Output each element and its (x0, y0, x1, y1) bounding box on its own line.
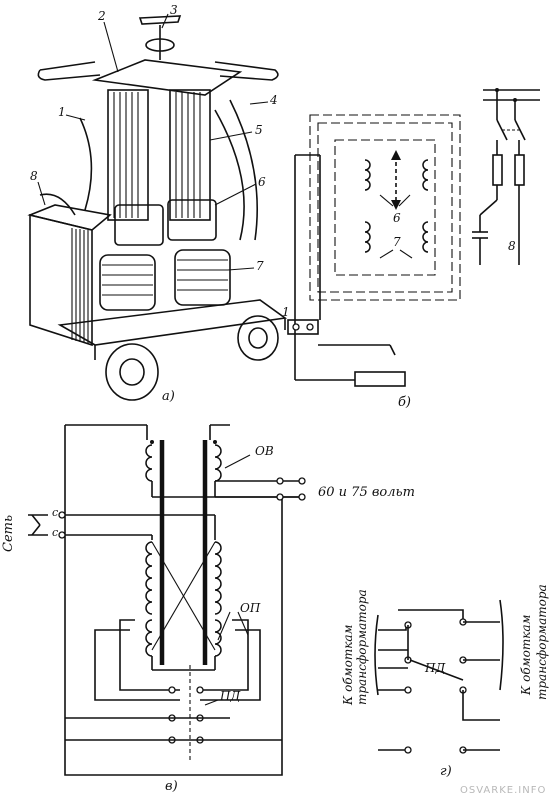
ov-label: ОВ (255, 444, 274, 458)
ov-coil-left (145, 444, 153, 482)
left-caption-1: К обмоткам (341, 624, 355, 706)
callout-4: 4 (269, 93, 278, 107)
right-caption-1: К обмоткам (519, 614, 533, 696)
phase-2-label: с (52, 526, 58, 539)
callout-b-8: 8 (508, 239, 516, 253)
secondary-coil-left (364, 221, 371, 253)
panel-b-schematic: 6 7 8 (282, 88, 540, 410)
panel-v-label: в) (165, 779, 178, 794)
wheels (105, 315, 279, 401)
core-laminations (113, 92, 201, 218)
callout-7: 7 (256, 259, 264, 273)
panel-a-drawing: 1 2 3 4 5 6 7 8 а) (27, 3, 288, 404)
op-coil-right (214, 541, 222, 615)
callout-1: 1 (58, 105, 66, 119)
callout-8: 8 (30, 169, 38, 183)
callout-5: 5 (255, 123, 263, 137)
callout-3: 3 (170, 3, 178, 17)
cabinet-ribs (71, 228, 89, 344)
voltage-label: 60 и 75 вольт (318, 485, 415, 500)
panel-a-label: а) (162, 389, 175, 404)
fuse-left (492, 154, 503, 186)
pd-label-g: ПД (424, 661, 445, 675)
network-label: Сеть (1, 515, 16, 552)
pd-label-v: ПД (219, 689, 240, 703)
phase-1-label: с (52, 506, 58, 519)
primary-coil-right (422, 159, 429, 191)
ov-coil-right (214, 444, 222, 482)
arrow-down-icon (391, 200, 401, 210)
arrow-up-icon (391, 150, 401, 160)
panel-g-switch: К обмоткам трансформатора К обмоткам тра… (341, 584, 549, 779)
op-coil-left (145, 541, 153, 615)
terminal-block (287, 319, 319, 335)
left-caption-2: трансформатора (355, 589, 369, 705)
secondary-coil-right (422, 221, 429, 253)
primary-coil-left (364, 159, 371, 191)
lower-coils (99, 249, 231, 311)
panel-b-label: б) (398, 395, 411, 410)
watermark: OSVARKE.INFO (460, 785, 546, 796)
callout-2: 2 (97, 9, 106, 23)
fuse-right (514, 154, 525, 186)
panel-g-label: г) (440, 764, 452, 779)
callout-6: 6 (258, 175, 266, 189)
callout-b-7: 7 (393, 235, 401, 249)
callout-b-6: 6 (393, 211, 401, 225)
callout-b-1: 1 (282, 305, 290, 319)
panel-v-wiring: ОВ 60 и 75 вольт Сеть с с ОП (1, 424, 415, 794)
right-caption-2: трансформатора (535, 584, 549, 700)
op-label: ОП (240, 601, 261, 615)
